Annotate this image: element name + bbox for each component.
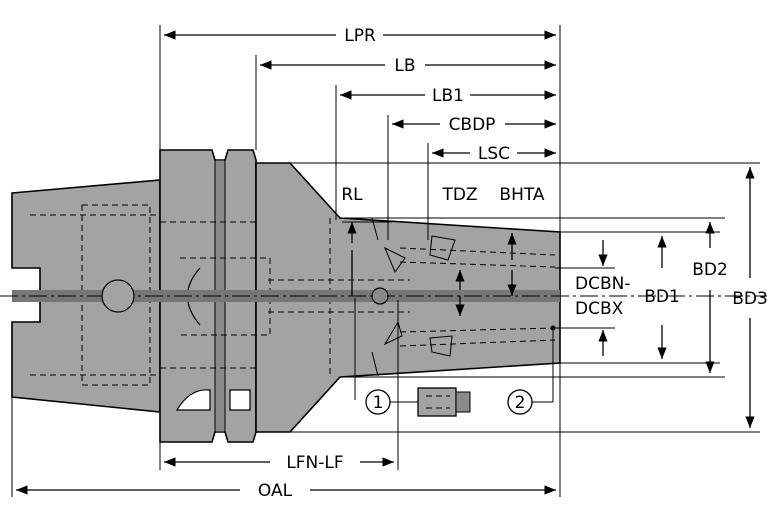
dimensions-bottom: [11, 300, 561, 497]
dimensions-top: [159, 25, 561, 240]
label-bd3: BD3: [732, 289, 767, 309]
label-lsc: LSC: [478, 144, 510, 164]
label-lb1: LB1: [432, 86, 464, 106]
label-tdz: TDZ: [441, 185, 477, 205]
label-dcbx: DCBX: [575, 299, 624, 319]
label-dcbn: DCBN-: [575, 274, 630, 294]
label-bd1: BD1: [644, 287, 680, 307]
label-cbdp: CBDP: [449, 115, 496, 135]
drive-slot: [175, 389, 211, 411]
callout-1: 1: [354, 298, 418, 415]
set-screw-hole: [371, 287, 389, 305]
callout-2: 2: [507, 325, 556, 415]
svg-text:2: 2: [515, 393, 526, 413]
label-bd2: BD2: [692, 260, 728, 280]
label-lpr: LPR: [344, 26, 376, 46]
label-lb: LB: [394, 56, 415, 76]
label-oal: OAL: [258, 481, 293, 501]
label-lfn-lf: LFN-LF: [286, 453, 343, 473]
hidden-lines: [30, 204, 556, 386]
dimensions-right: [290, 162, 760, 433]
svg-text:1: 1: [373, 393, 384, 413]
cartridge-icon: [417, 387, 471, 417]
drive-slot-2: [229, 389, 251, 411]
shank-hole: [101, 279, 135, 313]
label-bhta: BHTA: [499, 185, 545, 205]
label-rl: RL: [341, 185, 363, 205]
